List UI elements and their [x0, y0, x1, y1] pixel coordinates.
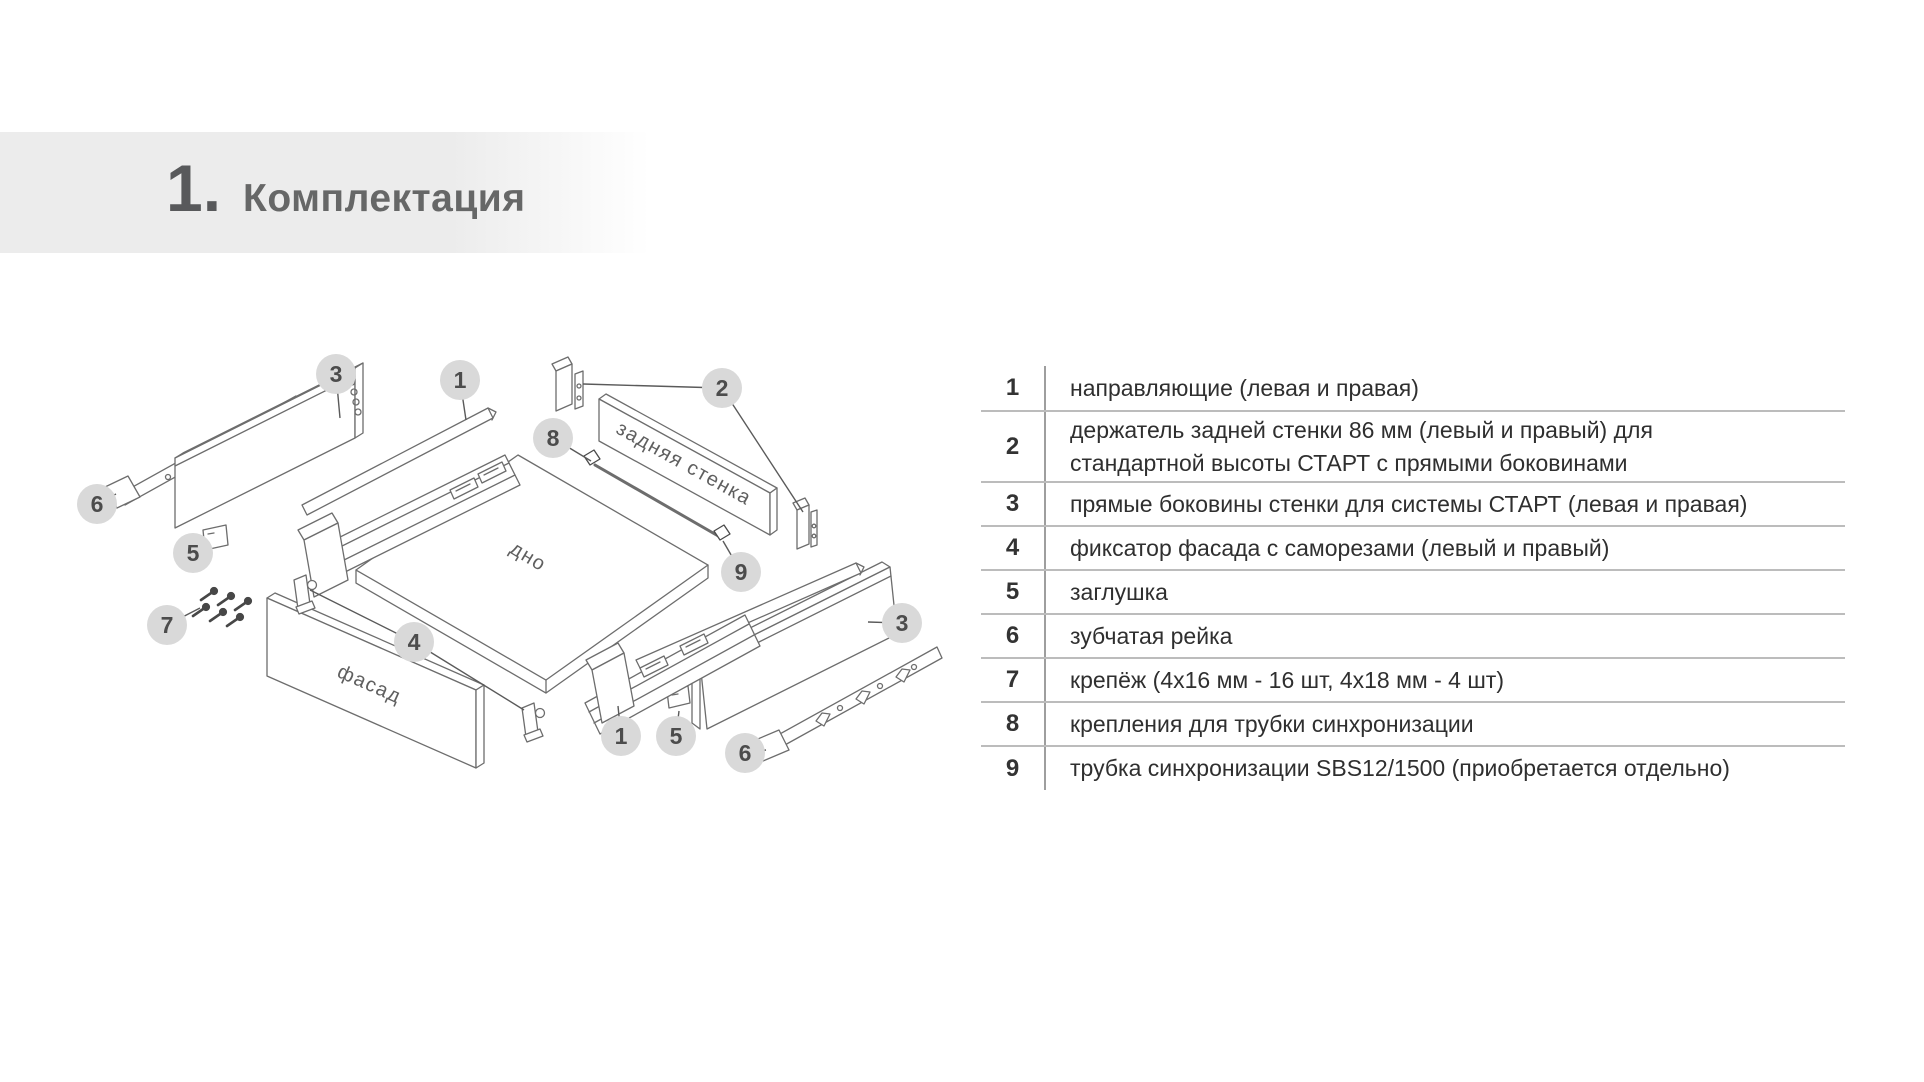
callout-markers: 3 1 2 8 6 5 7 4 9 3 1 5 6 — [77, 354, 922, 773]
callout-number: 1 — [615, 723, 628, 749]
callout-circle — [316, 354, 356, 394]
callout-number: 9 — [735, 559, 748, 585]
part-number: 7 — [981, 659, 1046, 701]
diagram-line-art — [104, 356, 943, 769]
part-description: трубка синхронизации SBS12/1500 (приобре… — [1070, 755, 1730, 781]
table-row: 4 фиксатор фасада с саморезами (левый и п… — [981, 527, 1845, 571]
callout-circle — [77, 484, 117, 524]
part-description: держатель задней стенки 86 мм (левый и п… — [1070, 416, 1653, 476]
callout-circle — [882, 603, 922, 643]
callout-leader-line — [582, 383, 723, 389]
page-title: Комплектация — [243, 177, 526, 220]
callout-number: 5 — [670, 723, 683, 749]
callout-circle — [656, 716, 696, 756]
table-row: 9 трубка синхронизации SBS12/1500 (приобр… — [981, 747, 1845, 790]
callout-number: 6 — [91, 491, 104, 517]
callout-circle — [173, 533, 213, 573]
part-description: прямые боковины стенки для системы СТАРТ… — [1070, 490, 1748, 517]
callout-number: 8 — [547, 425, 560, 451]
callout-number: 3 — [896, 610, 909, 636]
part-description: крепления для трубки синхронизации — [1070, 710, 1474, 737]
part-number: 3 — [981, 483, 1046, 525]
screws-art — [191, 586, 253, 628]
part-number: 1 — [981, 366, 1046, 410]
table-row: 8 крепления для трубки синхронизации — [981, 703, 1845, 747]
part-description: фиксатор фасада с саморезами (левый и пр… — [1070, 534, 1610, 561]
back-wall-holder-left-art — [551, 356, 584, 412]
callout-circle — [702, 368, 742, 408]
callout-circle — [725, 733, 765, 773]
fixator-bottom-art — [521, 702, 546, 743]
table-row: 1 направляющие (левая и правая) — [981, 366, 1845, 412]
part-number: 5 — [981, 571, 1046, 613]
callout-number: 2 — [716, 375, 729, 401]
slide-rail-left-art — [301, 407, 497, 516]
table-row: 2 держатель задней стенки 86 мм (левый и … — [981, 412, 1845, 483]
callout-leader-line — [413, 641, 525, 711]
back-wall-panel-art — [598, 393, 778, 536]
table-row: 3 прямые боковины стенки для системы СТАР… — [981, 483, 1845, 527]
callout-circle — [533, 418, 573, 458]
callout-number: 6 — [739, 740, 752, 766]
front-panel-art — [266, 592, 485, 769]
callout-number: 7 — [161, 612, 174, 638]
part-number: 6 — [981, 615, 1046, 657]
callout-leader-line — [721, 387, 804, 513]
section-number: 1. — [166, 151, 222, 225]
callout-number: 4 — [408, 629, 421, 655]
callout-number: 3 — [330, 361, 343, 387]
callout-circle — [440, 360, 480, 400]
part-description: направляющие (левая и правая) — [1070, 374, 1419, 401]
side-panel-left-art — [174, 362, 364, 529]
part-number: 8 — [981, 703, 1046, 745]
callout-circle — [601, 716, 641, 756]
table-row: 6 зубчатая рейка — [981, 615, 1845, 659]
callout-circle — [721, 552, 761, 592]
parts-table: 1 направляющие (левая и правая) 2 держатель… — [981, 366, 1845, 790]
callout-circle — [394, 622, 434, 662]
callout-circle — [147, 605, 187, 645]
callout-number: 5 — [187, 540, 200, 566]
part-description: зубчатая рейка — [1070, 622, 1233, 649]
part-number: 2 — [981, 412, 1046, 481]
sync-tube-art — [583, 449, 731, 541]
fixator-top-art — [293, 574, 318, 615]
part-description: заглушка — [1070, 578, 1168, 605]
table-row: 5 заглушка — [981, 571, 1845, 615]
part-number: 9 — [981, 747, 1046, 790]
part-number: 4 — [981, 527, 1046, 569]
part-description: крепёж (4х16 мм - 16 шт, 4х18 мм - 4 шт) — [1070, 666, 1505, 693]
carriage-left-art — [297, 454, 521, 598]
back-wall-holder-right-art — [792, 497, 818, 550]
carriage-right-art — [584, 614, 761, 735]
callout-number: 1 — [454, 367, 467, 393]
table-row: 7 крепёж (4х16 мм - 16 шт, 4х18 мм - 4 шт… — [981, 659, 1845, 703]
section-banner: 1. Комплектация — [0, 132, 1250, 253]
